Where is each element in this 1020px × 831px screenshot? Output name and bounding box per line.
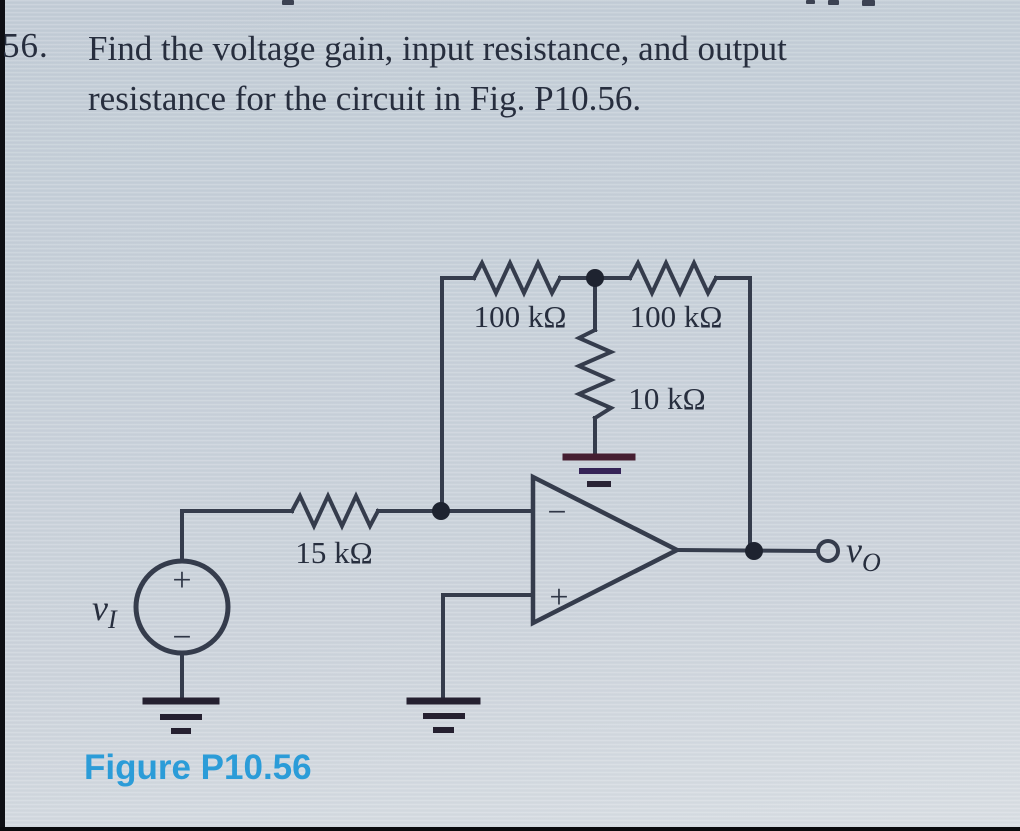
label-resistor-feedback-left: 100 kΩ	[474, 299, 567, 334]
cropped-text-fragment	[806, 0, 815, 4]
resistor-feedback-right	[627, 258, 719, 298]
resistor-feedback-left	[471, 258, 563, 298]
node-output	[745, 542, 763, 560]
source-minus-sign: −	[172, 619, 191, 656]
ground-symbol-source	[142, 697, 220, 734]
resistor-shunt	[574, 327, 616, 421]
cropped-text-fragment	[282, 0, 294, 5]
label-resistor-shunt: 10 kΩ	[628, 381, 705, 416]
node-inverting-input	[432, 502, 450, 520]
photo-left-edge	[0, 0, 5, 831]
problem-text-line1: Find the voltage gain, input resistance,…	[88, 29, 787, 68]
figure-caption: Figure P10.56	[84, 748, 312, 787]
noninverting-wire	[441, 593, 535, 701]
ground-symbol-noninverting	[406, 697, 481, 733]
input-wire	[180, 509, 535, 563]
label-resistor-feedback-right: 100 kΩ	[630, 299, 723, 334]
problem-number: 56.	[2, 26, 49, 65]
resistor-input	[289, 491, 381, 531]
ground-symbol-shunt	[562, 453, 636, 487]
cropped-text-fragment	[862, 0, 875, 6]
problem-text-line2: resistance for the circuit in Fig. P10.5…	[88, 79, 642, 118]
label-input-voltage: vI	[92, 588, 118, 634]
opamp-triangle	[530, 473, 682, 627]
label-resistor-input: 15 kΩ	[295, 535, 372, 570]
label-output-voltage: vO	[846, 530, 881, 577]
opamp-inverting-sign: −	[547, 494, 566, 531]
opamp-noninverting-sign: +	[549, 579, 568, 616]
output-terminal	[816, 539, 840, 563]
node-feedback-junction	[586, 269, 604, 287]
problem-text: Find the voltage gain, input resistance,…	[88, 24, 1008, 124]
photo-bottom-edge	[0, 827, 1020, 831]
source-plus-sign: +	[172, 562, 191, 599]
cropped-text-fragment	[828, 0, 839, 5]
